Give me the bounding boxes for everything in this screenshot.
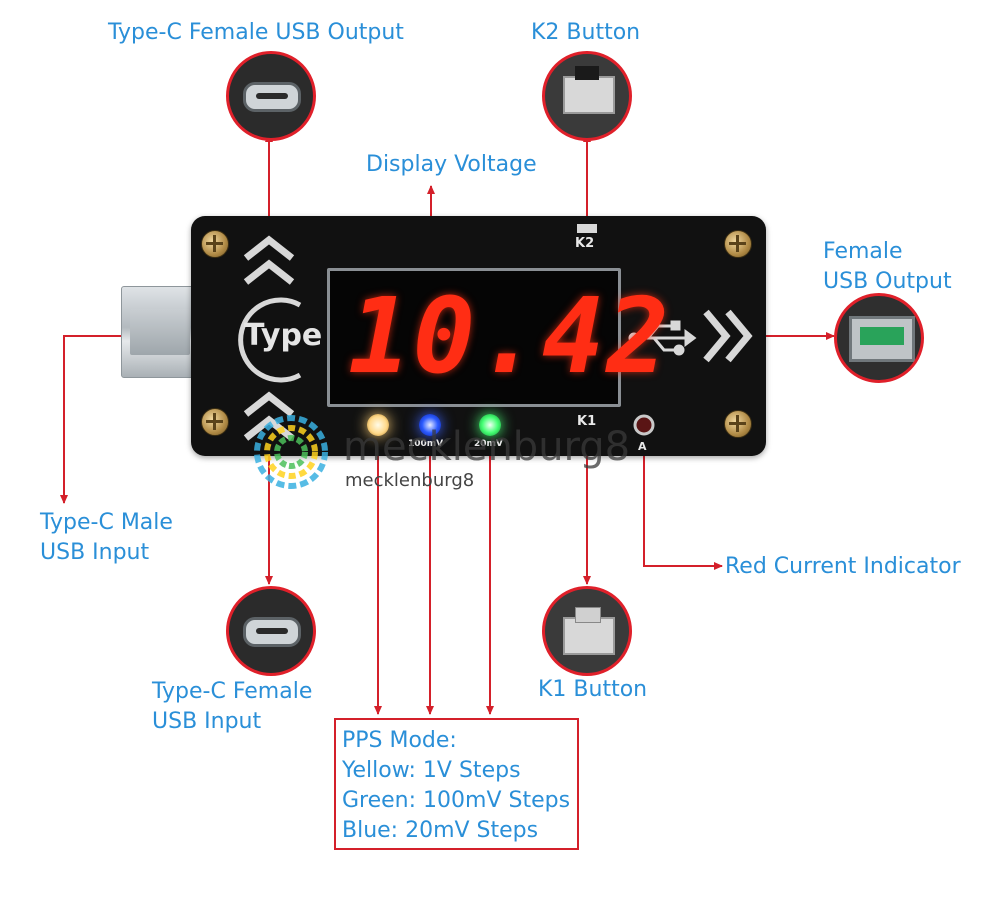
chevron-up-icon bbox=[243, 235, 295, 261]
k2-button-marker-icon bbox=[577, 224, 597, 233]
label-k2-button: K2 Button bbox=[531, 20, 641, 45]
pps-yellow: Yellow: 1V Steps bbox=[342, 758, 521, 783]
seven-segment-display: 10.42 bbox=[327, 268, 669, 407]
screw-icon bbox=[201, 408, 229, 436]
label-typec-female-input-line2: USB Input bbox=[152, 709, 262, 734]
screw-icon bbox=[724, 410, 752, 438]
label-typec-female-input-line1: Type-C Female bbox=[152, 679, 313, 704]
usb-c-port-icon bbox=[243, 617, 301, 647]
chevron-up-icon bbox=[243, 391, 295, 417]
inset-k2-button bbox=[542, 51, 632, 141]
chevron-up-icon bbox=[243, 259, 295, 285]
label-typec-female-output: Type-C Female USB Output bbox=[108, 20, 404, 45]
label-red-current-indicator: Red Current Indicator bbox=[725, 554, 961, 579]
pps-blue: Blue: 20mV Steps bbox=[342, 818, 539, 843]
led-green bbox=[479, 414, 501, 436]
label-display-voltage: Display Voltage bbox=[366, 152, 537, 177]
led-blue bbox=[419, 414, 441, 436]
current-indicator-led bbox=[633, 414, 655, 436]
typec-male-plug bbox=[121, 286, 197, 378]
screw-icon bbox=[201, 230, 229, 258]
pps-title: PPS Mode: bbox=[342, 728, 457, 753]
chevron-right-icon bbox=[725, 309, 753, 363]
watermark-small: mecklenburg8 bbox=[345, 470, 475, 491]
silk-100mv: 100mV bbox=[408, 439, 444, 449]
label-typec-male-input-line2: USB Input bbox=[40, 540, 150, 565]
typec-logo-arc-icon bbox=[238, 297, 302, 383]
tactile-button-icon bbox=[563, 617, 615, 655]
silk-a: A bbox=[638, 440, 647, 453]
screw-icon bbox=[724, 230, 752, 258]
arrow-typec-male-input bbox=[60, 335, 124, 504]
silk-k1: K1 bbox=[577, 414, 597, 429]
silk-20mv: 20mV bbox=[474, 439, 503, 449]
silk-k2: K2 bbox=[575, 236, 595, 251]
typec-logo-text: Type bbox=[244, 318, 323, 353]
inset-typec-female-input bbox=[226, 586, 316, 676]
chevron-right-icon bbox=[703, 309, 731, 363]
watermark-ring-icon bbox=[254, 415, 328, 489]
label-typec-male-input-line1: Type-C Male bbox=[40, 510, 173, 535]
inset-k1-button bbox=[542, 586, 632, 676]
usb-a-port-icon bbox=[849, 316, 915, 362]
inset-typec-female-output bbox=[226, 51, 316, 141]
usb-trident-icon bbox=[628, 320, 697, 356]
label-female-usb-output-line2: USB Output bbox=[823, 269, 952, 294]
watermark-large: mecklenburg8 bbox=[343, 424, 631, 470]
usb-c-port-icon bbox=[243, 82, 301, 112]
label-k1-button: K1 Button bbox=[538, 677, 648, 702]
led-yellow bbox=[367, 414, 389, 436]
pps-green: Green: 100mV Steps bbox=[342, 788, 571, 813]
inset-usb-a-output bbox=[834, 293, 924, 383]
pps-mode-box: PPS Mode: Yellow: 1V Steps Green: 100mV … bbox=[334, 718, 579, 850]
arrow-red-current bbox=[643, 448, 723, 570]
label-female-usb-output-line1: Female bbox=[823, 239, 903, 264]
